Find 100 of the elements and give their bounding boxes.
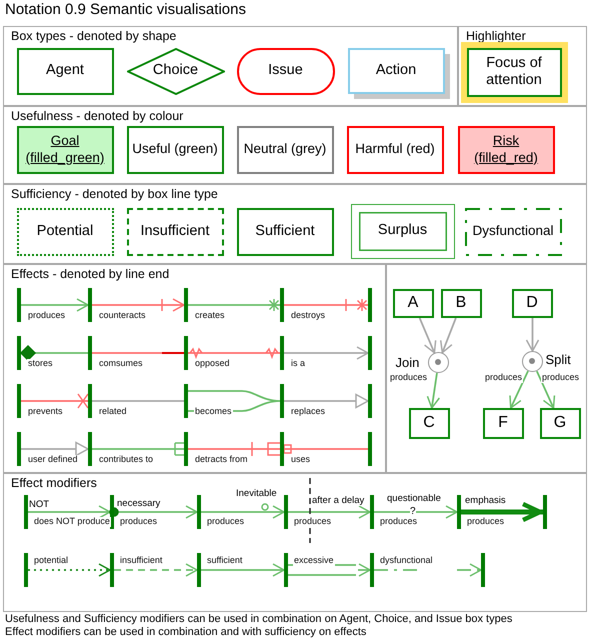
node-label: Potential	[36, 222, 94, 240]
edge-label: creates	[194, 311, 226, 321]
section-heading: Effects - denoted by line end	[11, 267, 170, 282]
end-bar	[16, 384, 20, 418]
footnote: Effect modifiers can be used in combination and with sufficiency on effects	[5, 626, 366, 638]
arrow	[418, 318, 436, 354]
edge-label: detracts from	[194, 455, 249, 465]
arrow	[461, 502, 543, 522]
node-box	[408, 408, 450, 438]
end-bar	[284, 552, 288, 586]
edge-label: insufficient	[119, 556, 164, 566]
insufficient-box	[126, 208, 224, 256]
choice-diamond	[126, 48, 224, 94]
connector-line	[188, 441, 281, 457]
node-label: Neutral (grey)	[244, 141, 326, 158]
arrow	[28, 505, 111, 519]
action-box	[348, 48, 450, 98]
end-bar	[16, 432, 20, 466]
edge-label: potential	[33, 556, 70, 566]
connector-line	[21, 393, 89, 409]
question-mark: ?	[410, 506, 416, 517]
edge-label: sufficient	[206, 556, 244, 566]
edge-label: produces	[466, 517, 506, 527]
section-heading: Effect modifiers	[11, 476, 97, 491]
arrow	[28, 563, 111, 577]
modifier-label: emphasis	[465, 496, 506, 506]
goal-box	[16, 126, 114, 174]
end-bar	[456, 494, 460, 528]
connector-line	[188, 298, 281, 312]
edge-label: produces	[293, 517, 332, 527]
arrow	[284, 346, 369, 360]
modifier-label: questionable	[387, 494, 441, 504]
edge-label: produces	[389, 373, 428, 383]
node-label: F	[498, 413, 508, 433]
edge-label: replaces	[290, 407, 326, 417]
arrow	[109, 505, 198, 519]
section-panel	[3, 264, 386, 473]
arrow	[21, 298, 89, 312]
section-panel	[3, 106, 587, 184]
end-bar	[184, 336, 188, 370]
node-label: Insufficient	[140, 222, 210, 240]
end-bar	[88, 336, 92, 370]
node-label: Focus of attention	[485, 54, 543, 90]
edge-label: destroys	[290, 311, 326, 321]
end-bar	[110, 552, 114, 586]
end-bar	[280, 336, 284, 370]
section-heading: Box types - denoted by shape	[11, 29, 176, 44]
node-label: Dysfunctional	[472, 223, 554, 240]
connector-line	[92, 442, 185, 456]
node-label: G	[554, 413, 566, 433]
arrow	[21, 442, 89, 456]
edge-label: counteracts	[98, 311, 147, 321]
arrow	[288, 477, 371, 544]
junction-circle	[428, 352, 448, 372]
node-label: C	[423, 413, 435, 433]
node-caption: Join	[396, 354, 420, 370]
end-bar	[196, 494, 200, 528]
node-box	[440, 288, 482, 318]
end-bar	[24, 494, 28, 528]
junction-circle	[522, 350, 542, 372]
connector-line	[20, 345, 88, 361]
connector-line	[92, 400, 184, 402]
arrow	[284, 394, 369, 408]
node-box	[392, 288, 434, 318]
end-bar	[370, 494, 374, 528]
connector-line	[284, 298, 368, 312]
edge-label: prevents	[27, 407, 64, 417]
end-bar	[368, 384, 372, 418]
edge-label: produces	[484, 373, 524, 383]
arrow	[426, 372, 440, 409]
section-heading: Usefulness - denoted by colour	[11, 109, 184, 124]
surplus-box	[350, 204, 454, 258]
edge-label: is a	[290, 359, 306, 369]
end-bar	[184, 432, 188, 466]
neutral-box	[236, 126, 334, 174]
end-bar	[280, 432, 284, 466]
section-panel	[3, 473, 587, 612]
issue-box	[236, 48, 334, 94]
edge-label: does NOT produce	[33, 517, 111, 527]
node-label: Choice	[152, 62, 198, 80]
section-panel	[3, 26, 458, 106]
node-caption: Split	[546, 352, 571, 366]
end-bar	[480, 552, 484, 586]
node-label: Useful (green)	[132, 141, 218, 158]
end-bar	[280, 384, 284, 418]
end-bar	[368, 336, 372, 370]
diagram-title: Notation 0.9 Semantic visualisations	[5, 1, 246, 18]
edge-label: opposed	[194, 359, 231, 369]
node-label: Issue	[268, 62, 303, 80]
footnote: Usefulness and Sufficiency modifiers can be used in combination on Agent, Choice, and Issue box types	[5, 613, 512, 626]
node-label: D	[526, 293, 538, 313]
edge-label: produces	[119, 517, 158, 527]
end-bar	[368, 432, 372, 466]
node-label: Surplus	[378, 222, 428, 240]
section-panel	[458, 26, 587, 106]
agent-box	[16, 48, 114, 94]
arrow	[374, 505, 458, 519]
arrow	[201, 506, 284, 518]
end-bar	[370, 552, 374, 586]
end-bar	[88, 384, 92, 418]
